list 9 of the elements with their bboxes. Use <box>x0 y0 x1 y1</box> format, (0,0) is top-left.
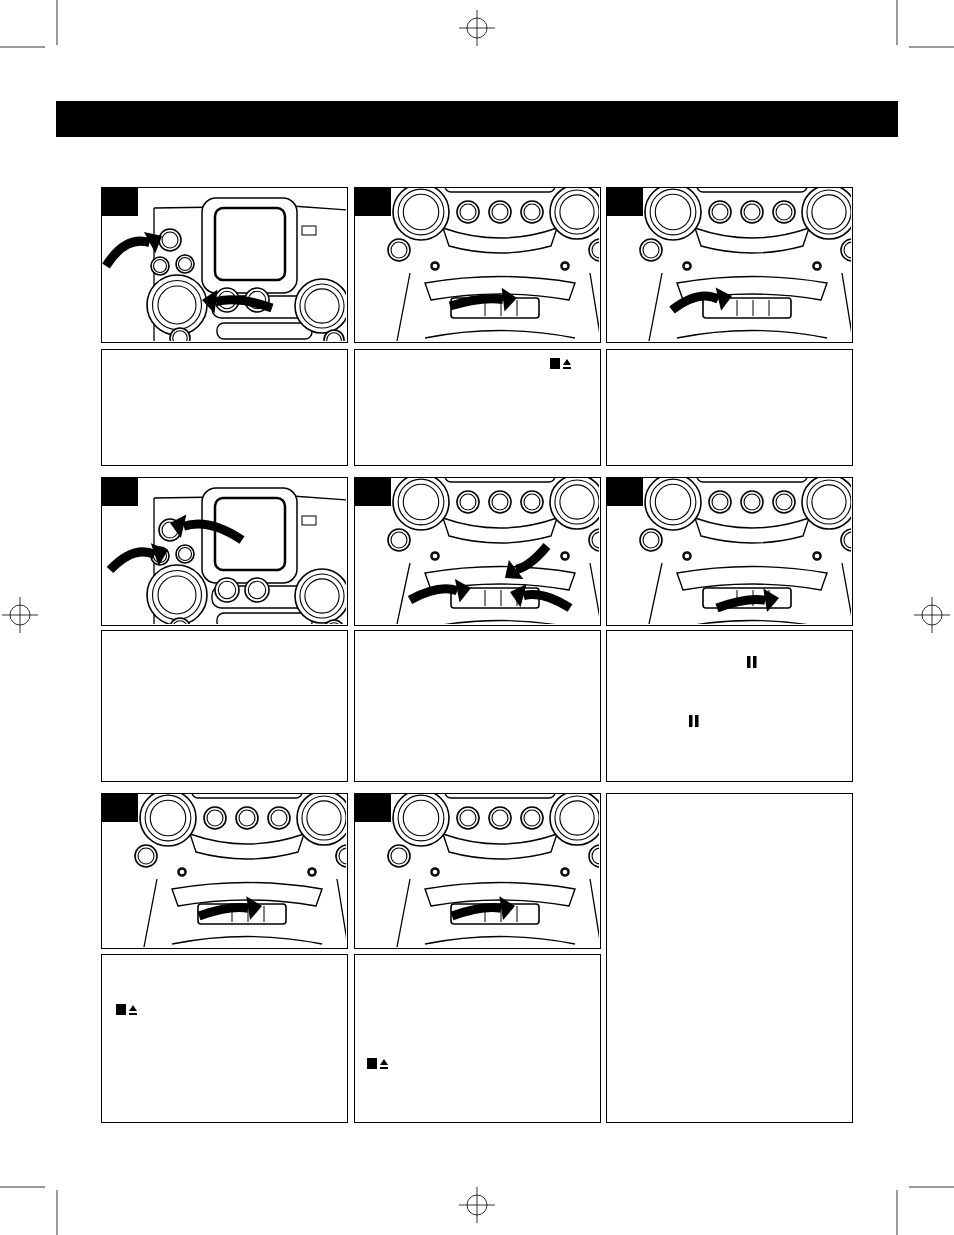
text-panel <box>101 630 348 782</box>
text-panel <box>606 793 853 1123</box>
text-panel <box>101 349 348 466</box>
text-panel <box>354 954 601 1123</box>
text-panel <box>606 630 853 782</box>
text-panel <box>606 349 853 466</box>
text-panel <box>101 954 348 1123</box>
text-panel <box>354 630 601 782</box>
text-panel <box>354 349 601 466</box>
